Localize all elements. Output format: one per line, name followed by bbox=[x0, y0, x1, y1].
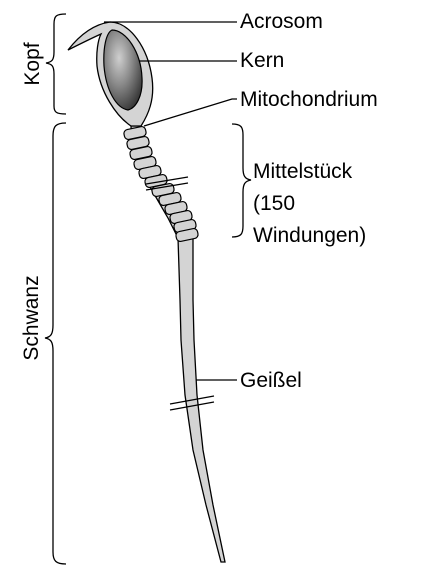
label-acrosom: Acrosom bbox=[240, 10, 323, 33]
label-mittelstueck-2: (150 bbox=[253, 192, 295, 215]
schwanz-brace bbox=[45, 123, 66, 564]
label-mittelstueck-3: Windungen) bbox=[253, 224, 366, 247]
mittelstueck-brace bbox=[232, 124, 251, 237]
midpiece bbox=[123, 126, 199, 242]
kopf-brace bbox=[46, 14, 66, 114]
label-kern: Kern bbox=[240, 49, 284, 72]
label-schwanz: Schwanz bbox=[20, 275, 43, 360]
flagellum bbox=[178, 238, 225, 562]
label-mitochondrium: Mitochondrium bbox=[240, 88, 378, 111]
label-mittelstueck-1: Mittelstück bbox=[253, 160, 353, 183]
mitochondrial-windings bbox=[123, 126, 199, 242]
label-geissel: Geißel bbox=[240, 369, 302, 392]
label-kopf: Kopf bbox=[21, 42, 44, 85]
mitochondrium-leader bbox=[144, 99, 237, 126]
head bbox=[68, 22, 153, 126]
